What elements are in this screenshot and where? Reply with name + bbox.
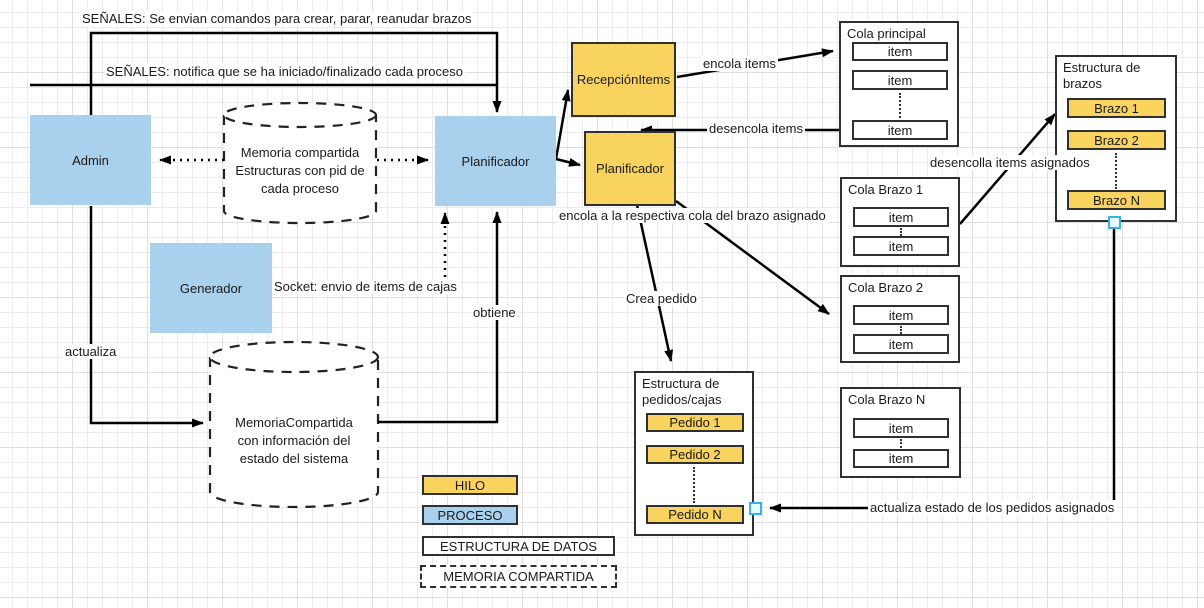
edge-planificador-to-hilo[interactable] xyxy=(555,157,581,167)
label-actualiza-estado: actualiza estado de los pedidos asignado… xyxy=(868,500,1117,515)
queue-cola-brazo-2[interactable]: Cola Brazo 2 item item xyxy=(840,275,960,363)
queue-cola-brazo-1-title: Cola Brazo 1 xyxy=(848,182,924,197)
label-desencolla-asignados: desencolla items asignados xyxy=(928,155,1092,170)
queue-item[interactable]: item xyxy=(853,236,949,256)
edge-obtiene[interactable] xyxy=(378,211,502,424)
ellipsis-dots xyxy=(899,93,901,118)
pedido-row[interactable]: Pedido 1 xyxy=(646,413,744,432)
process-admin[interactable]: Admin xyxy=(30,115,151,205)
shared-memory-pid-text: Memoria compartida Estructuras con pid d… xyxy=(235,145,365,196)
edge-senales-comandos[interactable] xyxy=(89,31,502,116)
edge-planificador-to-recepcion[interactable] xyxy=(554,89,571,160)
structure-brazos-title: Estructura de brazos xyxy=(1063,60,1141,91)
label-encola-items: encola items xyxy=(701,56,778,71)
thread-planificador-label: Planificador xyxy=(596,161,664,176)
shared-memory-state-text: MemoriaCompartida con información del es… xyxy=(235,415,353,466)
ellipsis-dots xyxy=(693,467,695,503)
legend-memoria-compartida[interactable]: MEMORIA COMPARTIDA xyxy=(420,565,617,588)
ellipsis-dots xyxy=(900,326,902,334)
connection-handle-pedido-n[interactable] xyxy=(749,502,762,515)
queue-cola-principal-title: Cola principal xyxy=(847,26,926,41)
ellipsis-dots xyxy=(1115,153,1117,189)
shared-memory-pid-cylinder[interactable] xyxy=(222,101,378,225)
legend-proceso[interactable]: PROCESO xyxy=(422,505,518,525)
label-crea-pedido: Crea pedido xyxy=(624,291,699,306)
queue-item[interactable]: item xyxy=(853,207,949,227)
legend-hilo[interactable]: HILO xyxy=(422,475,518,495)
queue-item[interactable]: item xyxy=(853,305,949,325)
structure-pedidos-title: Estructura de pedidos/cajas xyxy=(642,376,722,407)
queue-cola-brazo-n-title: Cola Brazo N xyxy=(848,392,926,407)
connection-handle-brazos[interactable] xyxy=(1108,216,1121,229)
structure-brazos[interactable]: Estructura de brazos Brazo 1 Brazo 2 Bra… xyxy=(1055,55,1177,222)
process-generador-label: Generador xyxy=(179,280,243,296)
edge-crea-pedido[interactable] xyxy=(635,204,674,362)
queue-cola-principal[interactable]: Cola principal item item item xyxy=(839,21,959,147)
label-socket: Socket: envio de items de cajas xyxy=(272,279,459,294)
queue-cola-brazo-2-title: Cola Brazo 2 xyxy=(848,280,924,295)
legend-estructura-de-datos[interactable]: ESTRUCTURA DE DATOS xyxy=(422,536,615,556)
pedido-row[interactable]: Pedido N xyxy=(646,505,744,524)
structure-pedidos[interactable]: Estructura de pedidos/cajas Pedido 1 Ped… xyxy=(634,371,754,536)
label-encola-respectiva: encola a la respectiva cola del brazo as… xyxy=(557,208,828,223)
process-generador[interactable]: Generador xyxy=(150,243,272,333)
shared-memory-state-cylinder[interactable] xyxy=(208,340,380,509)
brazo-row[interactable]: Brazo 1 xyxy=(1067,98,1166,118)
queue-item[interactable]: item xyxy=(852,120,948,140)
process-admin-label: Admin xyxy=(72,152,109,168)
thread-planificador[interactable]: Planificador xyxy=(584,131,676,206)
queue-item[interactable]: item xyxy=(853,334,949,354)
label-senales-comandos: SEÑALES: Se envian comandos para crear, … xyxy=(80,11,474,26)
queue-item[interactable]: item xyxy=(852,70,948,90)
queue-item[interactable]: item xyxy=(853,418,949,438)
brazo-row[interactable]: Brazo 2 xyxy=(1067,130,1166,150)
queue-cola-brazo-1[interactable]: Cola Brazo 1 item item xyxy=(840,177,960,267)
label-desencola-items: desencola items xyxy=(707,121,805,136)
process-planificador-label: Planificador xyxy=(461,153,530,169)
thread-recepcion-items-label: RecepciónItems xyxy=(576,72,671,87)
label-actualiza: actualiza xyxy=(63,344,119,359)
ellipsis-dots xyxy=(900,439,902,448)
process-planificador[interactable]: Planificador xyxy=(435,116,556,206)
label-senales-notifica: SEÑALES: notifica que se ha iniciado/fin… xyxy=(104,64,465,79)
queue-item[interactable]: item xyxy=(853,449,949,468)
edge-actualiza[interactable] xyxy=(89,206,204,428)
label-obtiene: obtiene xyxy=(471,305,518,320)
queue-item[interactable]: item xyxy=(852,42,948,61)
brazo-row[interactable]: Brazo N xyxy=(1067,190,1166,210)
ellipsis-dots xyxy=(900,228,902,236)
queue-cola-brazo-n[interactable]: Cola Brazo N item item xyxy=(840,387,961,478)
pedido-row[interactable]: Pedido 2 xyxy=(646,445,744,464)
thread-recepcion-items[interactable]: RecepciónItems xyxy=(571,42,676,117)
